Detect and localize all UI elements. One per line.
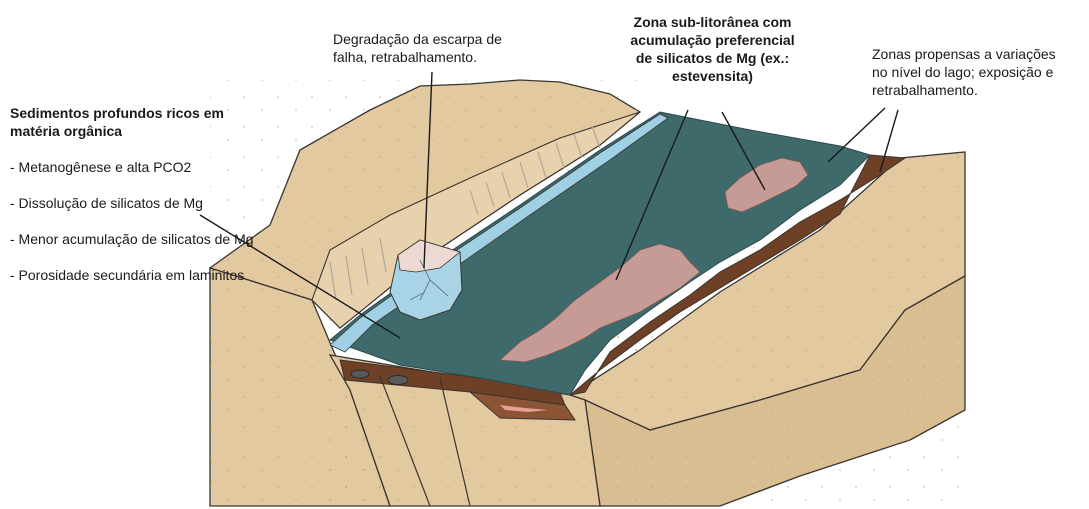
sedimentos-bullet-1: - Metanogênese e alta PCO2 [10,158,310,176]
sedimentos-bullet-3: - Menor acumulação de silicatos de Mg [10,230,310,248]
annotation-degradacao: Degradação da escarpa de falha, retrabal… [333,30,553,66]
sedimentos-title: Sedimentos profundos ricos em matéria or… [10,104,310,140]
annotation-sedimentos: Sedimentos profundos ricos em matéria or… [10,86,310,302]
sedimentos-bullet-2: - Dissolução de silicatos de Mg [10,194,310,212]
annotation-zonas-propensas: Zonas propensas a variações no nível do … [872,45,1089,99]
sedimentos-bullet-4: - Porosidade secundária em laminitos [10,266,310,284]
annotation-zona-sublitoranea: Zona sub-litorânea com acumulação prefer… [605,13,820,85]
